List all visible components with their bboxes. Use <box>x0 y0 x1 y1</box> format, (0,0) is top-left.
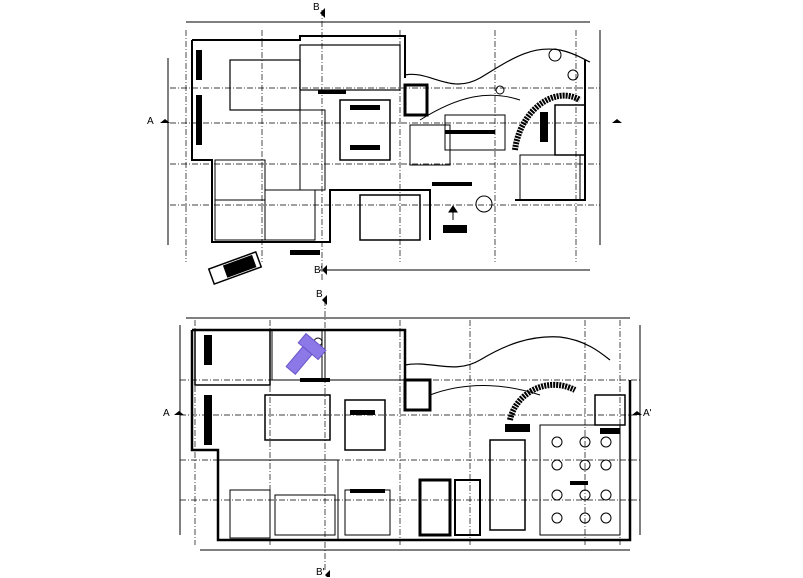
section-marker-lower-left <box>174 411 184 415</box>
section-label-lower-right: A' <box>643 408 652 419</box>
section-label-upper-top: B <box>313 2 320 13</box>
section-marker-lower-right <box>632 411 642 415</box>
section-label-lower-top: B <box>316 289 323 300</box>
section-marker-lower-bottom <box>325 570 330 577</box>
section-marker-upper-bottom <box>322 265 327 275</box>
lower-floor-plan <box>179 300 641 570</box>
section-marker-upper-top <box>320 8 325 18</box>
section-label-lower-left: A <box>163 408 170 419</box>
section-marker-lower-top <box>322 295 327 305</box>
upper-floor-plan <box>167 10 601 286</box>
section-marker-upper-right <box>612 119 622 123</box>
section-label-upper-left: A <box>147 116 154 127</box>
section-label-lower-bottom: B' <box>316 567 325 578</box>
section-label-upper-bottom: B' <box>314 265 323 276</box>
section-marker-upper-left <box>160 119 170 123</box>
highlighted-fixture <box>285 332 327 376</box>
